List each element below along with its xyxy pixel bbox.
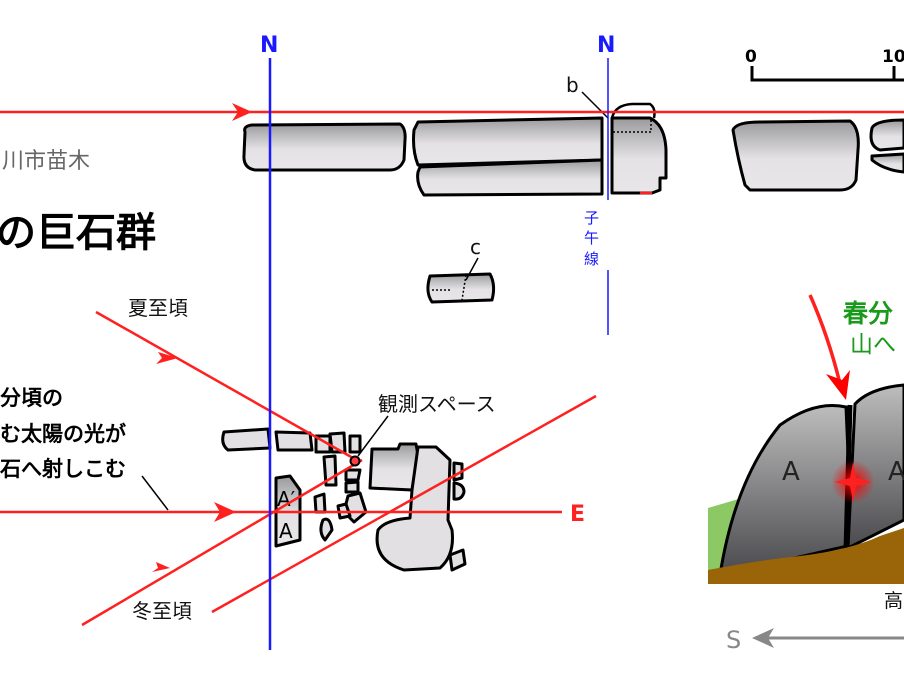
observation-leader xyxy=(357,415,389,457)
location-text: 川市苗木 xyxy=(2,149,90,174)
arrow-icon xyxy=(826,370,850,400)
description-line-2: む太陽の光が xyxy=(0,422,126,446)
scale-tick-0: 0 xyxy=(745,47,757,67)
meridian-char-2: 午 xyxy=(584,229,599,247)
description-line-1: 分頃の xyxy=(0,386,63,410)
label-c-leader xyxy=(465,257,479,281)
side-view-subheading: 山へ xyxy=(850,332,896,358)
description-leader xyxy=(141,475,169,511)
bottom-stone-group xyxy=(221,427,467,572)
arrow-left-icon xyxy=(752,628,774,648)
stone-a-prime-label: A′ xyxy=(277,487,296,511)
side-stone-a-right: A xyxy=(888,457,904,487)
observation-space-label: 観測スペース xyxy=(378,392,496,416)
winter-solstice-label: 冬至頃 xyxy=(132,599,192,623)
label-b: b xyxy=(566,73,579,97)
side-view-bottom-label: 高 xyxy=(884,590,903,612)
south-label: S xyxy=(726,626,741,654)
ray-summer-solstice xyxy=(95,310,361,464)
arrow-icon xyxy=(214,502,236,522)
arrow-icon xyxy=(152,562,170,572)
north-label-left: N xyxy=(260,33,278,58)
ray-winter-solstice-1 xyxy=(81,458,363,627)
scale-bar: 0 10 xyxy=(745,47,904,82)
side-view: 春分 山へ A A 高 S xyxy=(708,294,904,654)
summer-solstice-label: 夏至頃 xyxy=(128,296,188,320)
arrow-icon xyxy=(156,352,178,364)
north-label-right: N xyxy=(597,33,615,58)
sun-ray-arrow xyxy=(808,294,844,393)
stone-a-label: A xyxy=(279,519,293,543)
label-b-leader xyxy=(581,91,609,119)
east-label: E xyxy=(570,502,585,527)
description-line-3: 石へ射しこむ xyxy=(0,457,126,481)
meridian-char-3: 線 xyxy=(584,250,599,268)
top-stone-group xyxy=(242,102,904,304)
scale-tick-10: 10 xyxy=(882,47,904,67)
sun-rays xyxy=(0,103,904,627)
side-view-heading: 春分 xyxy=(843,299,893,328)
arrow-icon xyxy=(232,103,252,121)
meridian-char-1: 子 xyxy=(584,209,599,227)
page-title: の巨石群 xyxy=(0,210,156,256)
ray-winter-solstice-2 xyxy=(211,394,597,614)
label-c: c xyxy=(470,235,481,259)
side-stone-a-left: A xyxy=(782,457,800,487)
observation-point xyxy=(349,455,361,467)
ground xyxy=(708,528,904,584)
